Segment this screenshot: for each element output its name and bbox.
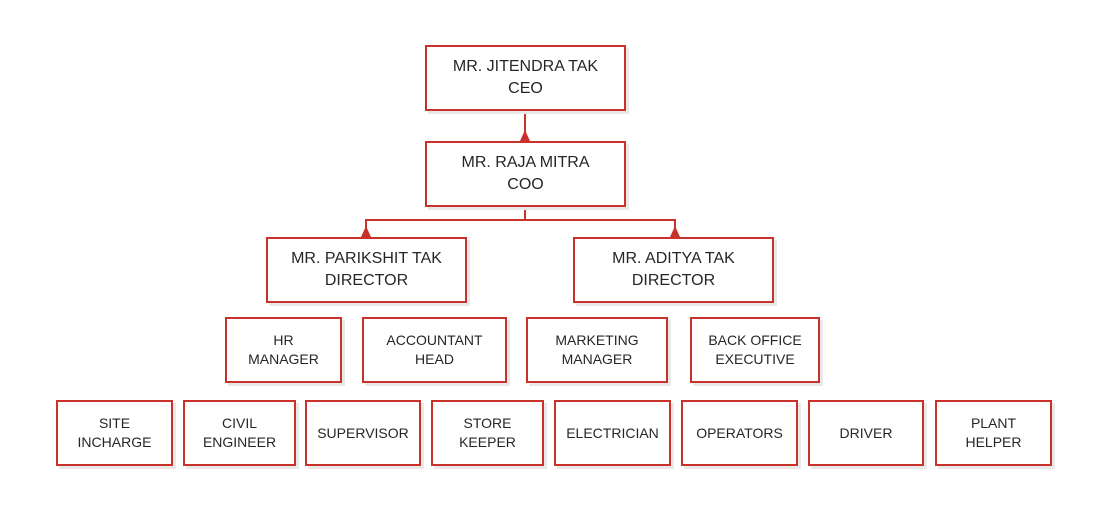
node-coo: MR. RAJA MITRA COO	[425, 141, 626, 207]
manager-line2: MANAGER	[561, 351, 633, 367]
director-role: DIRECTOR	[324, 272, 409, 289]
ceo-role: CEO	[508, 80, 543, 97]
staff-line2: INCHARGE	[77, 434, 152, 450]
node-accountant-head: ACCOUNTANT HEAD	[362, 317, 507, 383]
manager-line1: HR	[273, 332, 294, 348]
staff-line1: OPERATORS	[696, 424, 783, 441]
manager-line1: BACK OFFICE	[708, 332, 802, 348]
staff-line1: DRIVER	[839, 424, 893, 441]
manager-line2: EXECUTIVE	[715, 351, 795, 367]
director-role: DIRECTOR	[631, 272, 716, 289]
node-supervisor: SUPERVISOR	[305, 400, 421, 466]
staff-line2: HELPER	[965, 434, 1022, 450]
arrow-right	[670, 226, 680, 237]
arrow-ceo	[520, 130, 530, 141]
node-ceo: MR. JITENDRA TAK CEO	[425, 45, 626, 111]
node-civil-engineer: CIVIL ENGINEER	[183, 400, 296, 466]
arrow-left	[361, 226, 371, 237]
node-back-office-executive: BACK OFFICE EXECUTIVE	[690, 317, 820, 383]
node-store-keeper: STORE KEEPER	[431, 400, 544, 466]
manager-line2: MANAGER	[248, 351, 319, 367]
staff-line1: PLANT	[970, 415, 1017, 431]
coo-name: MR. RAJA MITRA	[461, 154, 590, 171]
node-driver: DRIVER	[808, 400, 924, 466]
node-hr-manager: HR MANAGER	[225, 317, 342, 383]
node-director-parikshit: MR. PARIKSHIT TAK DIRECTOR	[266, 237, 467, 303]
node-plant-helper: PLANT HELPER	[935, 400, 1052, 466]
director-name: MR. ADITYA TAK	[612, 250, 735, 267]
node-marketing-manager: MARKETING MANAGER	[526, 317, 668, 383]
node-electrician: ELECTRICIAN	[554, 400, 671, 466]
staff-line1: SITE	[98, 415, 131, 431]
staff-line2: ENGINEER	[202, 434, 277, 450]
staff-line2: KEEPER	[459, 434, 516, 450]
staff-line1: ELECTRICIAN	[566, 424, 659, 441]
node-operators: OPERATORS	[681, 400, 798, 466]
staff-line1: STORE	[463, 415, 512, 431]
staff-line1: SUPERVISOR	[317, 424, 409, 441]
ceo-name: MR. JITENDRA TAK	[452, 58, 599, 75]
manager-line2: HEAD	[415, 351, 454, 367]
coo-role: COO	[507, 176, 544, 193]
manager-line1: MARKETING	[555, 332, 639, 348]
staff-line1: CIVIL	[221, 415, 257, 431]
manager-line1: ACCOUNTANT	[386, 332, 483, 348]
node-site-incharge: SITE INCHARGE	[56, 400, 173, 466]
node-director-aditya: MR. ADITYA TAK DIRECTOR	[573, 237, 774, 303]
director-name: MR. PARIKSHIT TAK	[291, 250, 442, 267]
